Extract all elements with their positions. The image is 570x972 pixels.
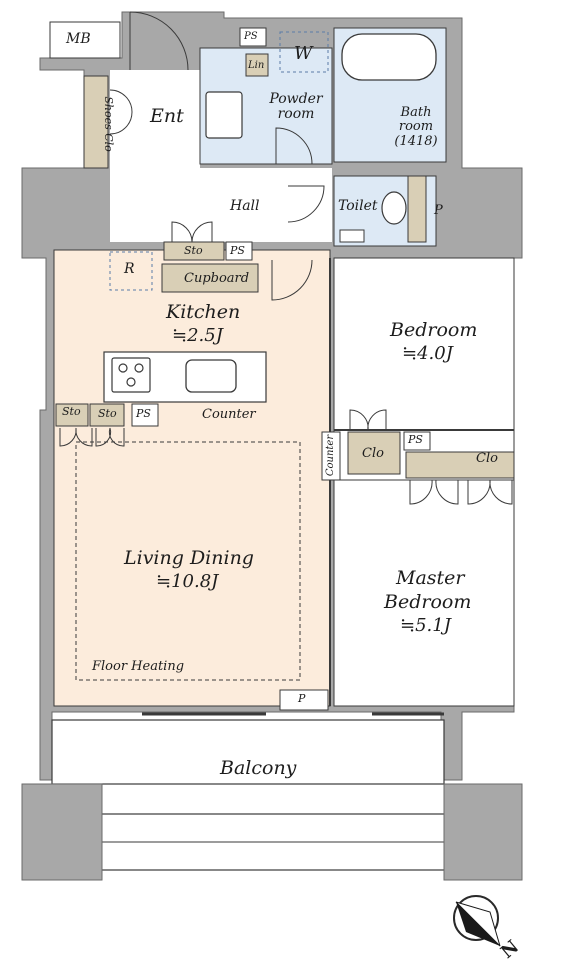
ps-mid-box xyxy=(403,431,431,451)
label-mb: MB xyxy=(66,31,91,47)
ps-top-box xyxy=(239,27,267,47)
counter-v-box xyxy=(321,431,341,481)
hall-floor xyxy=(110,168,332,242)
label-p-right: P xyxy=(434,203,443,218)
linen-closet xyxy=(245,53,269,77)
balcony-column-left xyxy=(21,783,103,881)
label-clo1: Clo xyxy=(362,446,384,461)
label-p-bottom: P xyxy=(298,692,306,705)
label-ps-top: PS xyxy=(244,31,258,42)
label-counter: Counter xyxy=(202,407,256,422)
living-sto-2 xyxy=(89,403,125,427)
label-shoes: Shoes Clo xyxy=(101,96,115,152)
master-floor xyxy=(333,479,515,707)
ps-kitchen-box xyxy=(225,241,253,261)
label-ps-k: PS xyxy=(230,244,245,257)
p-bottom-box xyxy=(279,689,329,711)
kitchen-sto-door xyxy=(171,221,213,243)
vanity-icon xyxy=(205,91,243,139)
label-master-2: Bedroom xyxy=(384,591,472,613)
living-sto-1 xyxy=(55,403,89,427)
label-counter-v: Counter xyxy=(325,434,337,477)
label-toilet: Toilet xyxy=(338,198,378,214)
label-hall: Hall xyxy=(230,198,260,214)
label-living-size: ≒10.8J xyxy=(156,571,219,592)
label-kitchen: Kitchen xyxy=(166,301,241,323)
label-cupboard: Cupboard xyxy=(184,271,250,286)
hall-door-icon xyxy=(287,185,325,223)
label-living: Living Dining xyxy=(124,547,254,569)
stove-icon xyxy=(111,357,151,393)
toilet-icon xyxy=(381,191,407,225)
label-powder: Powder room xyxy=(269,91,323,123)
ldk-door-icon xyxy=(271,259,313,301)
balcony-column-right xyxy=(443,783,523,881)
ps-living-box xyxy=(131,403,159,427)
cupboard-box xyxy=(161,263,259,293)
kitchen-sto xyxy=(163,241,225,261)
entrance-floor xyxy=(110,70,200,170)
clo1-door-icon xyxy=(349,409,387,431)
label-w: W xyxy=(294,43,313,64)
label-ent: Ent xyxy=(150,105,184,127)
washer-outline xyxy=(279,31,329,73)
powder-door-icon xyxy=(275,127,313,165)
label-ps-l: PS xyxy=(136,407,151,420)
toilet-storage xyxy=(407,175,427,243)
bedroom-floor xyxy=(333,257,515,431)
entry-door-icon xyxy=(129,11,189,71)
label-r: R xyxy=(124,261,135,277)
shoes-closet xyxy=(83,75,109,169)
balcony-floor xyxy=(51,719,445,785)
shoes-door-icon xyxy=(109,89,133,135)
ldk-floor xyxy=(53,249,331,707)
label-bedroom: Bedroom xyxy=(390,319,478,341)
label-floor-heating: Floor Heating xyxy=(92,659,185,674)
label-clo2: Clo xyxy=(476,451,498,466)
living-sto-door xyxy=(59,427,125,447)
label-master-size: ≒5.1J xyxy=(400,615,451,636)
floor-heating-area xyxy=(75,441,301,681)
sink-icon xyxy=(185,359,237,393)
label-ps-m: PS xyxy=(408,433,423,446)
label-lin: Lin xyxy=(248,60,265,71)
clo2-door-icon xyxy=(409,479,513,505)
fridge-outline xyxy=(109,251,153,291)
label-bath: Bath room (1418) xyxy=(394,105,438,149)
label-master-1: Master xyxy=(396,567,465,589)
label-sto-k: Sto xyxy=(184,244,203,257)
label-bedroom-size: ≒4.0J xyxy=(402,343,453,364)
clo1-box xyxy=(347,431,401,475)
clo2-box xyxy=(405,451,515,479)
mb-closet xyxy=(49,21,121,59)
label-kitchen-size: ≒2.5J xyxy=(172,325,223,346)
compass-icon xyxy=(453,895,501,947)
bathtub-icon xyxy=(341,33,437,81)
label-balcony: Balcony xyxy=(220,757,297,779)
label-sto-l2: Sto xyxy=(98,407,117,420)
label-sto-l1: Sto xyxy=(62,405,81,418)
